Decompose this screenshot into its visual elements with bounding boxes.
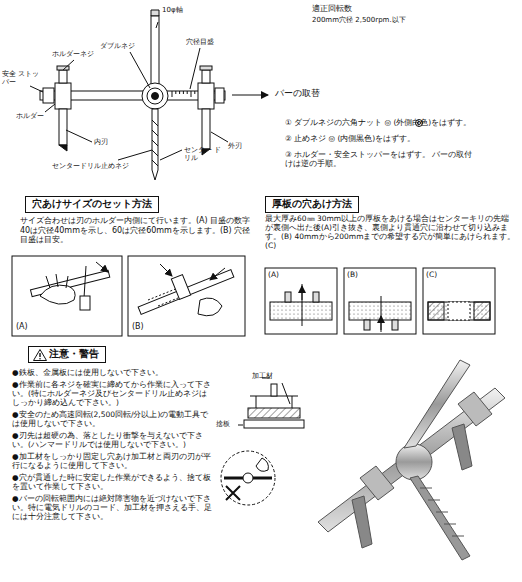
section-heading: 厚板の穴あけ方法 (265, 196, 359, 213)
part-name: センタードリル止めネジ (52, 162, 132, 170)
warning-item: ●安全のため高速回転(2,500回転/分以上)の電動工具では使用しないで下さい。 (12, 410, 212, 428)
warning-item: ●バーの回転範囲内には絶対障害物を近づけないで下さい。特に電気ドリルのコード、加… (12, 494, 212, 521)
body-text: サイズ合わせは刃のホルダー内側にて行います。(A) 目盛の数字40は穴径40mm… (20, 216, 258, 245)
part-name: 10φ軸 (162, 6, 202, 14)
warning-item: ●作業前に各ネジを確実に締めてから作業に入って下さい。(特にホルダーネジ及びセン… (12, 380, 212, 407)
heading-text: 注意・警告 (49, 348, 99, 359)
section-heading: 穴あけサイズのセット方法 (25, 196, 159, 213)
part-name: ダブルネジ (100, 42, 150, 50)
part-name: 穴径目盛 (186, 38, 226, 46)
step-text: ② 止めネジ ◎ (内側黒色)をはずす。 (285, 134, 517, 143)
warning-item: ●加工材をしっかり固定し穴あけ加工材と両刃の刃が平行になるように使用して下さい。 (12, 452, 212, 470)
figure-label: (A) (268, 270, 288, 279)
step-text: ③ ホルダー・安全ストッパーをはずす。 バーの取付けは逆の手順。 (285, 150, 475, 168)
warning-item: ●穴が貫通した時に安定した作業ができるよう、捨て板を置いて作業して下さい。 (12, 473, 212, 491)
figure-label: (B) (132, 322, 152, 332)
step-text: ① ダブルネジの六角ナット ◎ (外側白色)をはずす。 (285, 118, 517, 127)
warning-item: ●刃先は超硬の為、落としたり衝撃を与えないで下さい。(ハンマードリルでは使用しな… (12, 431, 212, 449)
part-name: 安全 ストッパー (2, 70, 40, 87)
spec-heading: 適正回転数 (312, 4, 392, 14)
warning-item: ●鉄板、金属板には使用しないで下さい。 (12, 368, 212, 377)
warning-list: ●鉄板、金属板には使用しないで下さい。 ●作業前に各ネジを確実に締めてから作業に入… (12, 368, 212, 524)
part-name: 内刃 (94, 138, 114, 146)
section-note: バーの取替 (275, 88, 355, 99)
part-name: ホルダー (16, 112, 56, 120)
part-name: 捨板 (216, 420, 238, 428)
figure-label: (A) (16, 322, 36, 332)
body-text: 最大厚み60㎜ 30mm以上の厚板をあける場合はセンターキリの先端が裏側へ出た後… (265, 214, 517, 250)
part-name: センター ドリル (184, 146, 224, 163)
section-heading: 注意・警告 (28, 346, 106, 363)
part-name: ホルダーネジ (52, 50, 102, 58)
part-name: 加工材 (252, 372, 292, 380)
warning-icon (33, 349, 47, 361)
part-name: 外刃 (228, 142, 252, 150)
figure-label: (C) (426, 270, 446, 279)
heading-text: 穴あけサイズのセット方法 (32, 198, 152, 209)
spec-value: 200mm穴径 2,500rpm.以下 (312, 16, 472, 24)
heading-text: 厚板の穴あけ方法 (272, 198, 352, 209)
figure-label: (B) (347, 270, 367, 279)
